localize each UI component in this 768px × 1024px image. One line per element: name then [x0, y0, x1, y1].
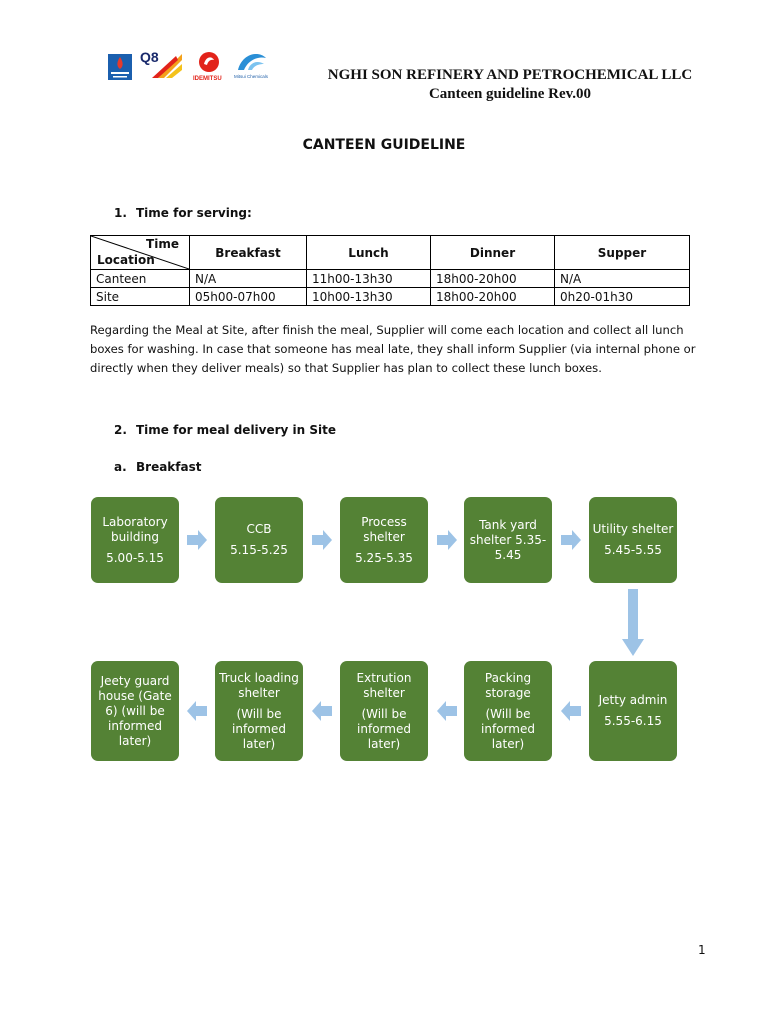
idemitsu-logo: IDEMITSU: [192, 50, 226, 82]
table-cell: 0h20-01h30: [554, 287, 690, 306]
table-cell: 18h00-20h00: [430, 287, 555, 306]
corner-location-label: Location: [97, 253, 155, 267]
arrow-right-icon: [312, 530, 332, 550]
arrow-down-icon: [622, 589, 644, 656]
flow-step-time: 5.15-5.25: [230, 543, 288, 557]
column-header: Dinner: [430, 235, 555, 270]
flow-step-name: Laboratory building: [102, 514, 168, 544]
q8-logo: Q8: [138, 48, 184, 82]
company-name: NGHI SON REFINERY AND PETROCHEMICAL LLC: [327, 67, 693, 83]
section-1-number: 1.: [114, 206, 127, 220]
meal-collection-note: Regarding the Meal at Site, after finish…: [90, 323, 696, 375]
flow-step-packing-storage: Packing storage (Will be informed later): [464, 661, 552, 761]
page-number: 1: [698, 943, 706, 957]
flow-step-laboratory-building: Laboratory building 5.00-5.15: [91, 497, 179, 583]
flow-step-jeety-guard-house: Jeety guard house (Gate 6) (will be info…: [91, 661, 179, 761]
table-cell: 18h00-20h00: [430, 269, 555, 288]
flow-step-jetty-admin: Jetty admin 5.55-6.15: [589, 661, 677, 761]
flow-step-time: (Will be informed later): [481, 706, 535, 751]
flow-step-tank-yard-shelter: Tank yard shelter 5.35-5.45: [464, 497, 552, 583]
serving-time-table: Time Location Breakfast Lunch Dinner Sup…: [90, 235, 690, 306]
flow-step-time: 5.55-6.15: [604, 714, 662, 728]
flow-step-name: Truck loading shelter: [219, 670, 299, 700]
table-corner-cell: Time Location: [90, 235, 190, 270]
flow-step-ccb: CCB 5.15-5.25: [215, 497, 303, 583]
table-cell: N/A: [189, 269, 307, 288]
company-header: NGHI SON REFINERY AND PETROCHEMICAL LLC …: [300, 66, 720, 104]
flow-step-time: (Will be informed later): [232, 706, 286, 751]
subsection-a-letter: a.: [114, 460, 127, 474]
table-header-row: Time Location Breakfast Lunch Dinner Sup…: [90, 235, 690, 270]
arrow-right-icon: [561, 530, 581, 550]
flow-step-time: 5.00-5.15: [106, 550, 164, 565]
arrow-left-icon: [561, 701, 581, 721]
table-cell: 11h00-13h30: [306, 269, 431, 288]
flow-step-utility-shelter: Utility shelter 5.45-5.55: [589, 497, 677, 583]
flow-step-process-shelter: Process shelter 5.25-5.35: [340, 497, 428, 583]
flow-step-name: Tank yard shelter 5.35-5.45: [469, 517, 547, 562]
document-title: CANTEEN GUIDELINE: [302, 137, 466, 153]
column-header: Lunch: [306, 235, 431, 270]
arrow-right-icon: [437, 530, 457, 550]
row-location: Canteen: [90, 269, 190, 288]
subsection-a-heading: a. Breakfast: [114, 460, 201, 474]
table-cell: 05h00-07h00: [189, 287, 307, 306]
header-logos: Q8 IDEMITSU Mitsui Chemicals: [106, 44, 276, 84]
arrow-right-icon: [187, 530, 207, 550]
document-reference: Canteen guideline Rev.00: [428, 86, 592, 102]
column-header: Breakfast: [189, 235, 307, 270]
row-location: Site: [90, 287, 190, 306]
flow-step-name: CCB: [246, 522, 272, 536]
flow-step-name: Extrution shelter: [356, 670, 412, 700]
section-2-heading: 2. Time for meal delivery in Site: [114, 423, 336, 437]
table-row: Site 05h00-07h00 10h00-13h30 18h00-20h00…: [90, 287, 690, 306]
table-cell: 10h00-13h30: [306, 287, 431, 306]
q8-logo-text: Q8: [140, 49, 159, 65]
flow-step-name: Jeety guard house (Gate 6) (will be info…: [98, 673, 172, 748]
section-2-number: 2.: [114, 423, 127, 437]
petrovietnam-logo: [108, 54, 132, 80]
diagonal-line: [91, 236, 189, 269]
column-header: Supper: [554, 235, 690, 270]
flow-step-time: 5.45-5.55: [604, 543, 662, 557]
arrow-left-icon: [437, 701, 457, 721]
flow-step-time: (Will be informed later): [357, 706, 411, 751]
idemitsu-logo-text: IDEMITSU: [193, 76, 222, 82]
corner-time-label: Time: [146, 237, 179, 251]
arrow-left-icon: [187, 701, 207, 721]
subsection-a-title: Breakfast: [136, 460, 202, 474]
mitsui-chemicals-logo: Mitsui Chemicals: [232, 48, 272, 82]
flow-step-truck-loading-shelter: Truck loading shelter (Will be informed …: [215, 661, 303, 761]
section-1-title: Time for serving:: [136, 206, 252, 220]
table-cell: N/A: [554, 269, 690, 288]
flow-step-extrution-shelter: Extrution shelter (Will be informed late…: [340, 661, 428, 761]
flow-step-name: Jetty admin: [598, 693, 668, 707]
flow-step-name: Packing storage: [484, 670, 532, 700]
flow-step-name: Process shelter: [361, 514, 407, 544]
flow-step-name: Utility shelter: [592, 522, 674, 536]
arrow-left-icon: [312, 701, 332, 721]
mitsui-logo-text: Mitsui Chemicals: [234, 74, 269, 79]
table-row: Canteen N/A 11h00-13h30 18h00-20h00 N/A: [90, 269, 690, 288]
section-1-heading: 1. Time for serving:: [114, 206, 252, 220]
flow-step-time: 5.25-5.35: [355, 550, 413, 565]
section-2-title: Time for meal delivery in Site: [136, 423, 337, 437]
